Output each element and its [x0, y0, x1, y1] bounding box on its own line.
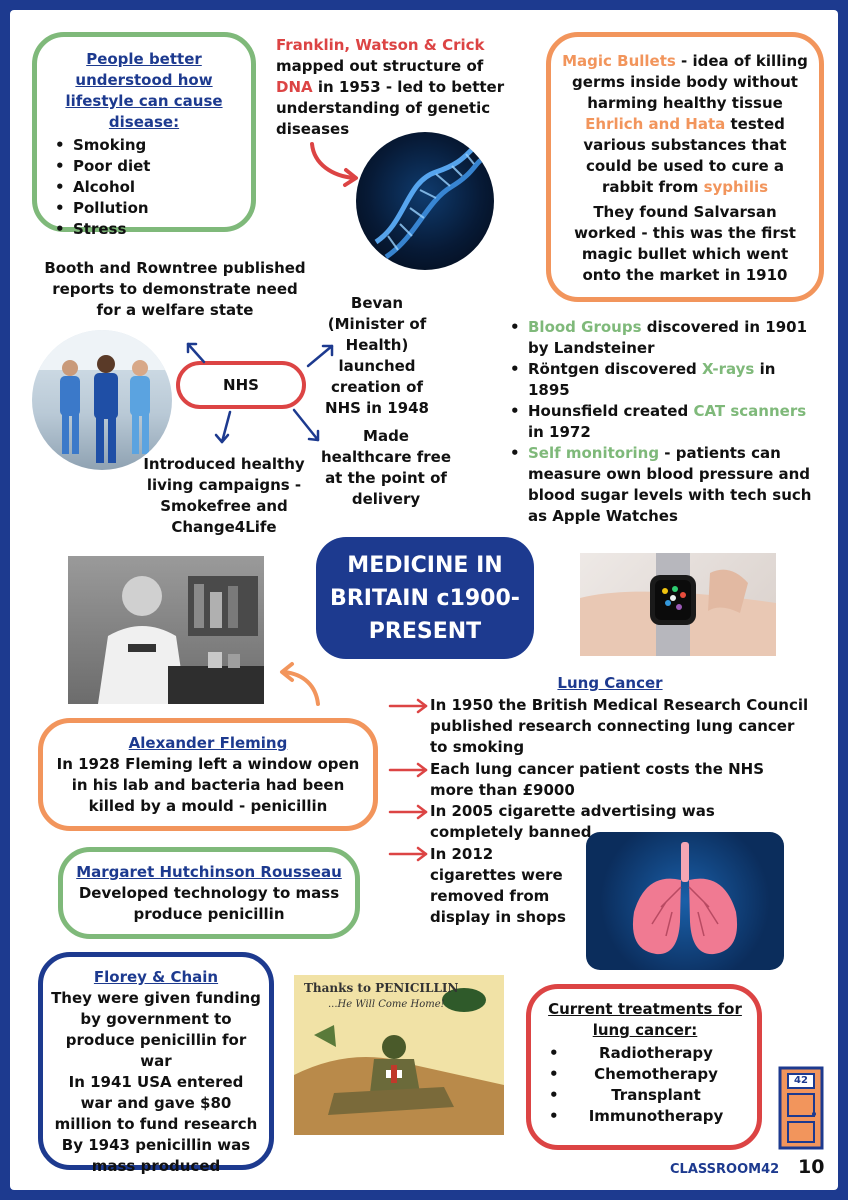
lifestyle-list: Smoking Poor diet Alcohol Pollution Stre… [51, 135, 237, 240]
curved-arrow-icon [310, 142, 358, 187]
page-number: 10 [798, 1156, 825, 1178]
fleming-box: Alexander Fleming In 1928 Fleming left a… [38, 718, 378, 831]
wounded-soldier-icon [294, 988, 504, 1135]
list-item: Chemotherapy [545, 1064, 745, 1085]
list-item: Blood Groups discovered in 1901 by Lands… [506, 317, 818, 359]
list-item: Hounsfield created CAT scanners in 1972 [506, 401, 818, 443]
smartwatch-icon [580, 553, 776, 656]
treatments-list: Radiotherapy Chemotherapy Transplant Imm… [545, 1043, 745, 1127]
lung-item: In 1950 the British Medical Research Cou… [430, 696, 809, 756]
lifestyle-heading: People better understood how lifestyle c… [65, 50, 223, 131]
list-item: Radiotherapy [545, 1043, 745, 1064]
florey-line: By 1943 penicillin was mass produced [61, 1136, 251, 1175]
rousseau-heading: Margaret Hutchinson Rousseau [76, 863, 342, 881]
bevan-text: Bevan (Minister of Health) launched crea… [325, 294, 429, 417]
fleming-heading: Alexander Fleming [128, 734, 288, 752]
door-icon [778, 1066, 824, 1150]
scientist-icon [98, 576, 264, 704]
rousseau-box: Margaret Hutchinson Rousseau Developed t… [58, 847, 360, 939]
list-item: Alcohol [51, 177, 237, 198]
treatments-heading: Current treatments for lung cancer: [548, 1000, 742, 1039]
lifestyle-box: People better understood how lifestyle c… [32, 32, 256, 240]
door-logo: 42 [778, 1064, 826, 1150]
lung-item: Each lung cancer patient costs the NHS m… [430, 760, 765, 799]
nhs-staff-icon [32, 330, 172, 463]
list-item: Transplant [545, 1085, 745, 1106]
campaigns-text: Introduced healthy living campaigns - Sm… [143, 455, 305, 536]
smartwatch-photo [580, 553, 776, 656]
list-item: Smoking [51, 135, 237, 156]
lungs-icon [632, 842, 738, 955]
rousseau-text: Developed technology to mass produce pen… [78, 884, 340, 923]
fleming-photo [68, 556, 264, 704]
nhs-label: NHS [223, 375, 259, 394]
door-number: 42 [794, 1075, 808, 1086]
magic-bullets-text: Magic Bullets - idea of killing germs in… [562, 52, 808, 196]
poster-line2: ...He Will Come Home! [328, 999, 445, 1010]
florey-heading: Florey & Chain [93, 968, 219, 986]
list-item: Immunotherapy [545, 1106, 745, 1127]
dna-helix-image [356, 132, 494, 270]
florey-line: In 1941 USA entered war and gave $80 mil… [54, 1073, 258, 1133]
treatments-box: Current treatments for lung cancer: Radi… [526, 984, 762, 1150]
dna-icon [374, 139, 488, 260]
list-item: Stress [51, 219, 237, 240]
nhs-center: NHS [176, 361, 306, 409]
magic-bullets-box: Magic Bullets - idea of killing germs in… [546, 32, 824, 302]
free-healthcare-text: Made healthcare free at the point of del… [320, 427, 452, 508]
nhs-arrows-icon [186, 342, 334, 444]
curved-arrow-icon [280, 662, 320, 706]
technology-list: Blood Groups discovered in 1901 by Lands… [506, 317, 818, 527]
lung-arrows-icon [388, 698, 428, 862]
nhs-staff-photo [32, 330, 172, 470]
fleming-text: In 1928 Fleming left a window open in hi… [56, 755, 360, 815]
dna-names: Franklin, Watson & Crick [276, 36, 485, 54]
list-item: Poor diet [51, 156, 237, 177]
ehrlich-hata: Ehrlich and Hata [585, 115, 726, 133]
lung-cancer-heading: Lung Cancer [557, 674, 663, 692]
lung-item: In 2012 cigarettes were removed from dis… [430, 845, 566, 926]
magic-bullets-term: Magic Bullets [562, 52, 676, 70]
revision-page: People better understood how lifestyle c… [10, 10, 838, 1190]
page-title: MEDICINE IN BRITAIN c1900-PRESENT [316, 537, 534, 659]
dna-text: Franklin, Watson & Crick mapped out stru… [276, 36, 505, 138]
syphilis: syphilis [703, 178, 769, 196]
salvarsan-text: They found Salvarsan worked - this was t… [574, 203, 796, 284]
list-item: Self monitoring - patients can measure o… [506, 443, 818, 527]
lungs-image [586, 832, 784, 970]
poster-line1: Thanks to PENICILLIN [304, 981, 459, 995]
booth-rowntree-text: Booth and Rowntree published reports to … [44, 259, 306, 319]
list-item: Pollution [51, 198, 237, 219]
brand-name: CLASSROOM42 [670, 1162, 780, 1177]
florey-chain-box: Florey & Chain They were given funding b… [38, 952, 274, 1175]
penicillin-poster: Thanks to PENICILLIN ...He Will Come Hom… [294, 975, 504, 1135]
list-item: Röntgen discovered X-rays in 1895 [506, 359, 818, 401]
dna-term: DNA [276, 78, 313, 96]
florey-line: They were given funding by government to… [51, 989, 261, 1070]
lung-item: In 2005 cigarette advertising was comple… [430, 802, 715, 841]
